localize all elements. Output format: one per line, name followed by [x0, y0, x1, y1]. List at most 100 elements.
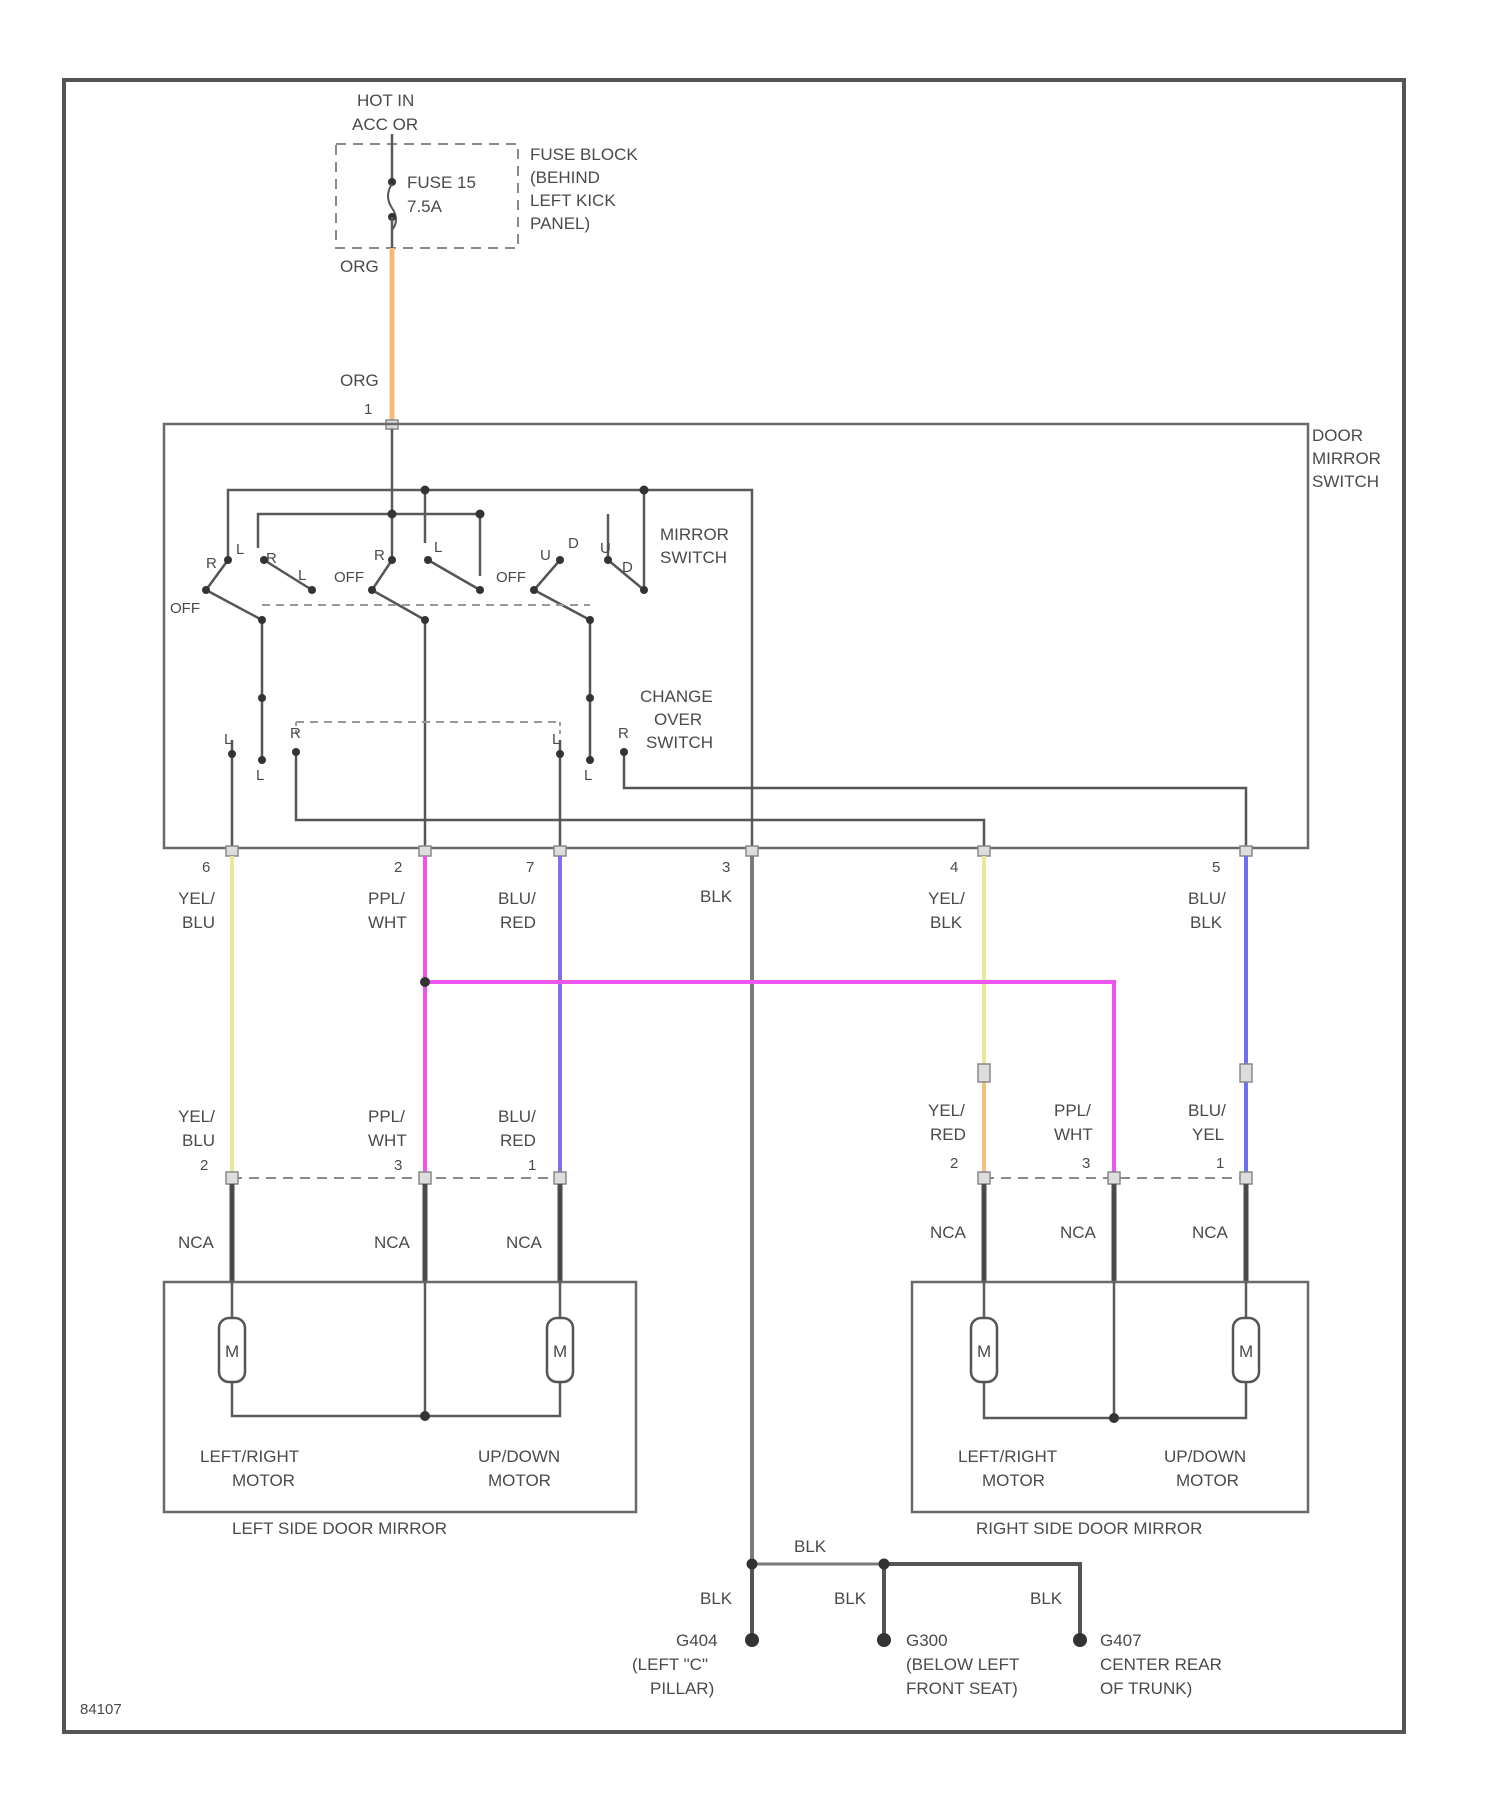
label-yel-red-1: YEL/: [928, 1101, 965, 1120]
wire-label-org-bottom: ORG: [340, 371, 379, 390]
pos-label-l-2: L: [434, 539, 442, 556]
pos-label-r-1: R: [206, 555, 217, 572]
label-ppl-wht-bot-2: WHT: [368, 1131, 407, 1150]
mirror-switch-label-2: SWITCH: [660, 548, 727, 567]
label-blu-yel-1: BLU/: [1188, 1101, 1226, 1120]
right-ud-motor-label-2: MOTOR: [1176, 1471, 1239, 1490]
label-ppl-wht-right-2: WHT: [1054, 1125, 1093, 1144]
label-yel-red-2: RED: [930, 1125, 966, 1144]
pos-label-u-3: U: [540, 547, 551, 564]
change-over-label-3: SWITCH: [646, 733, 713, 752]
label-ppl-wht-top-1: PPL/: [368, 889, 405, 908]
pos-label-d-3: D: [568, 535, 579, 552]
left-mirror-pin-2: 2: [200, 1157, 208, 1174]
mirror-switch-contacts: [206, 560, 644, 848]
junction-dot: [421, 486, 430, 495]
fuse-rating: 7.5A: [407, 197, 443, 216]
label-blu-blk-2: BLK: [1190, 913, 1223, 932]
label-yel-blu-bot-2: BLU: [182, 1131, 215, 1150]
label-ppl-wht-right-1: PPL/: [1054, 1101, 1091, 1120]
left-mirror-title: LEFT SIDE DOOR MIRROR: [232, 1519, 447, 1538]
switch-pin-3: 3: [722, 859, 730, 876]
label-blu-red-bot-1: BLU/: [498, 1107, 536, 1126]
left-ud-motor-label-1: UP/DOWN: [478, 1447, 560, 1466]
pos-label-off-2: OFF: [334, 569, 364, 586]
junction-dot: [640, 486, 649, 495]
mirror-switch-label-1: MIRROR: [660, 525, 729, 544]
fuse-block-label-3: LEFT KICK: [530, 191, 616, 210]
ground-point-g407: [1073, 1633, 1087, 1647]
right-mirror-title: RIGHT SIDE DOOR MIRROR: [976, 1519, 1202, 1538]
label-blk-g404: BLK: [700, 1589, 733, 1608]
left-lr-motor-label-2: MOTOR: [232, 1471, 295, 1490]
change-over-label-2: OVER: [654, 710, 702, 729]
svg-text:M: M: [977, 1342, 991, 1361]
label-blu-red-bot-2: RED: [500, 1131, 536, 1150]
right-ud-motor: M: [1233, 1318, 1259, 1382]
change-over-label-1: CHANGE: [640, 687, 713, 706]
change-pos-n-1: L: [256, 767, 264, 784]
ground-g300-line2: (BELOW LEFT: [906, 1655, 1019, 1674]
nca-label-2: NCA: [374, 1233, 411, 1252]
switch-pin-5: 5: [1212, 859, 1220, 876]
fuse-block-label-4: PANEL): [530, 214, 590, 233]
pos-label-l-1b: L: [298, 567, 306, 584]
pos-label-off-1: OFF: [170, 600, 200, 617]
junction-dot: [388, 510, 397, 519]
nca-label-6: NCA: [1192, 1223, 1229, 1242]
supply-label-1: HOT IN: [357, 91, 414, 110]
label-yel-blk-1: YEL/: [928, 889, 965, 908]
ground-point-g404: [745, 1633, 759, 1647]
ground-g404-line3: PILLAR): [650, 1679, 714, 1698]
wire-label-org-top: ORG: [340, 257, 379, 276]
inline-connector-yel: [978, 1064, 990, 1082]
pos-label-off-3: OFF: [496, 569, 526, 586]
change-pos-l-2: L: [552, 731, 560, 748]
left-lr-motor-label-1: LEFT/RIGHT: [200, 1447, 299, 1466]
label-blk-top: BLK: [700, 887, 733, 906]
inline-connector-blu: [1240, 1064, 1252, 1082]
label-blu-yel-2: YEL: [1192, 1125, 1224, 1144]
right-lr-motor: M: [971, 1318, 997, 1382]
pos-label-d-3b: D: [622, 559, 633, 576]
pos-label-l-1: L: [236, 541, 244, 558]
switch-bus-lower: [258, 514, 480, 576]
right-ud-motor-label-1: UP/DOWN: [1164, 1447, 1246, 1466]
door-mirror-switch-label-3: SWITCH: [1312, 472, 1379, 491]
label-yel-blu-top-1: YEL/: [178, 889, 215, 908]
supply-label-2: ACC OR: [352, 115, 418, 134]
ground-g407-line2: CENTER REAR: [1100, 1655, 1222, 1674]
switch-pin-2: 2: [394, 859, 402, 876]
ground-g300-line3: FRONT SEAT): [906, 1679, 1018, 1698]
ground-g407-line3: OF TRUNK): [1100, 1679, 1192, 1698]
label-blu-red-top-1: BLU/: [498, 889, 536, 908]
switch-pin-1: 1: [364, 401, 372, 418]
right-mirror-pin-3: 3: [1082, 1155, 1090, 1172]
ground-splice-1: [747, 1559, 758, 1570]
mirror-connectors: [226, 1172, 1252, 1184]
fuse-block-label-2: (BEHIND: [530, 168, 600, 187]
switch-pin-4: 4: [950, 859, 958, 876]
figure-id: 84107: [80, 1701, 122, 1718]
nca-label-1: NCA: [178, 1233, 215, 1252]
change-pos-r-1: R: [290, 725, 301, 742]
change-pos-l-1: L: [224, 731, 232, 748]
label-blu-blk-1: BLU/: [1188, 889, 1226, 908]
label-yel-blu-bot-1: YEL/: [178, 1107, 215, 1126]
left-mirror-common-dot: [420, 1411, 430, 1421]
ppl-wht-splice: [420, 977, 430, 987]
right-lr-motor-label-2: MOTOR: [982, 1471, 1045, 1490]
left-mirror-pin-1: 1: [528, 1157, 536, 1174]
left-lr-motor: M: [219, 1318, 245, 1382]
pos-label-r-2: R: [374, 547, 385, 564]
door-mirror-switch-label-2: MIRROR: [1312, 449, 1381, 468]
ground-point-g300: [877, 1633, 891, 1647]
fuse-name: FUSE 15: [407, 173, 476, 192]
ground-g404-code: G404: [676, 1631, 718, 1650]
label-blk-g300: BLK: [834, 1589, 867, 1608]
label-ppl-wht-top-2: WHT: [368, 913, 407, 932]
fuse-block-label-1: FUSE BLOCK: [530, 145, 638, 164]
label-blu-red-top-2: RED: [500, 913, 536, 932]
svg-text:M: M: [1239, 1342, 1253, 1361]
